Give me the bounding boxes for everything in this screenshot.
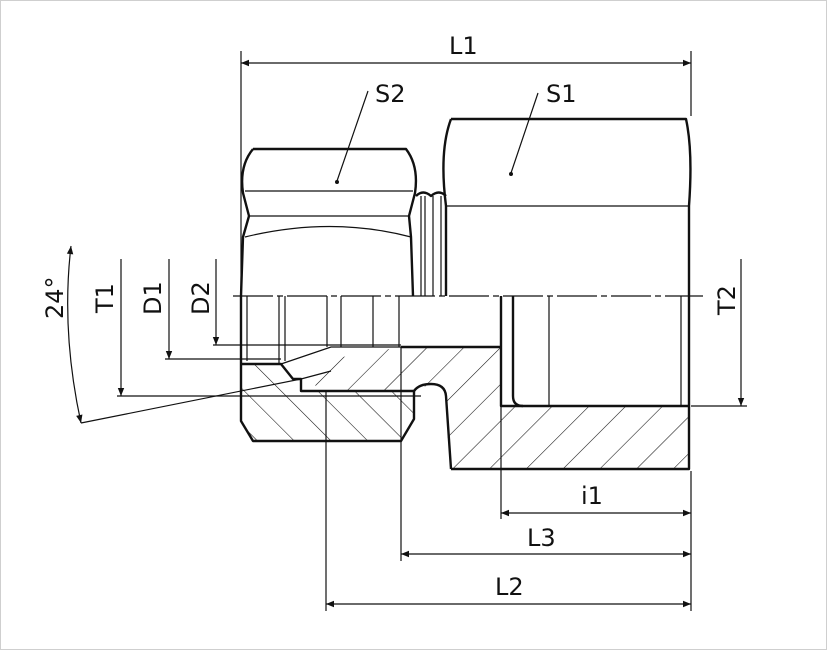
body-s1: [401, 117, 692, 471]
label-l2: L2: [495, 573, 524, 601]
section-hatching: [242, 347, 689, 469]
body-neck: [413, 191, 453, 470]
nut-s2: [239, 147, 418, 443]
label-l1: L1: [449, 32, 478, 60]
label-angle: 24°: [41, 276, 69, 319]
label-s1: S1: [546, 80, 577, 108]
dimension-lines: [66, 51, 747, 611]
label-d2: D2: [187, 281, 215, 315]
label-l3: L3: [527, 524, 556, 552]
label-t2: T2: [713, 285, 741, 316]
label-i1: i1: [581, 482, 603, 510]
label-t1: T1: [91, 283, 119, 314]
label-s2: S2: [375, 80, 406, 108]
label-d1: D1: [139, 281, 167, 315]
